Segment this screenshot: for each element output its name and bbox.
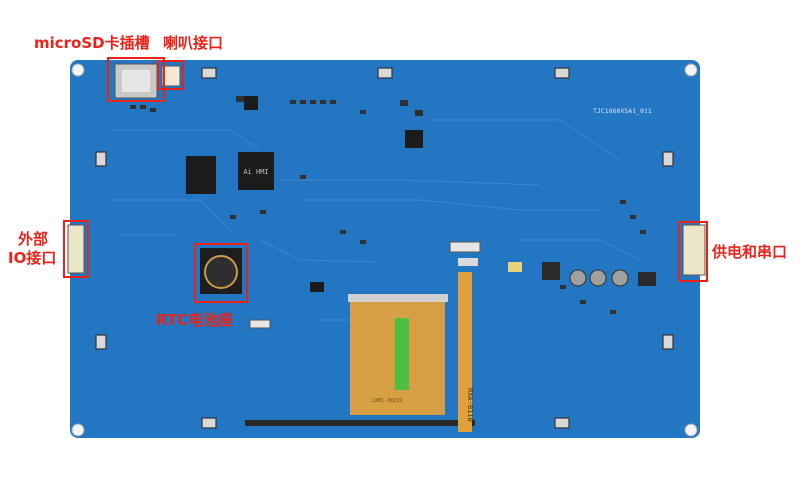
- center-header: [449, 241, 481, 253]
- rtc-battery-label: RTC电池座: [156, 311, 234, 329]
- ribbon-label: RXA-8110: [466, 388, 474, 422]
- pcb-board: [70, 60, 700, 438]
- rtc-callout-box: [194, 243, 248, 303]
- fpc-text: LX0C-3021S: [372, 398, 402, 404]
- display-edge-strip: [245, 420, 475, 426]
- small-chip: [244, 96, 258, 110]
- speaker-connector: [161, 65, 181, 87]
- speaker-label: 喇叭接口: [163, 34, 224, 52]
- upper-chip: [405, 130, 423, 148]
- main-chip-label: Ai HMI: [243, 168, 268, 176]
- model-silkscreen: TJC1060X5A1_011: [593, 107, 652, 115]
- external-io-connector: [67, 224, 85, 274]
- memory-chip: [186, 156, 216, 194]
- power-serial-label: 供电和串口: [712, 243, 788, 261]
- power-serial-callout-box: [678, 221, 708, 282]
- sd-slot-callout-box: [107, 57, 165, 102]
- display-ribbon-top: [348, 294, 448, 302]
- power-components: [508, 262, 656, 287]
- external-io-callout-box: [63, 220, 89, 278]
- small-components: [130, 96, 646, 314]
- narrow-ribbon: [458, 272, 472, 432]
- mounting-holes: [71, 63, 698, 437]
- external-io-label-line1: 外部: [18, 230, 49, 248]
- external-io-label-line2: IO接口: [8, 249, 57, 267]
- main-chip: [238, 152, 274, 190]
- speaker-callout-box: [157, 60, 184, 90]
- power-serial-connector: [682, 224, 706, 276]
- sd-slot-label: microSD卡插槽: [34, 34, 150, 52]
- mounting-clips: [95, 67, 674, 429]
